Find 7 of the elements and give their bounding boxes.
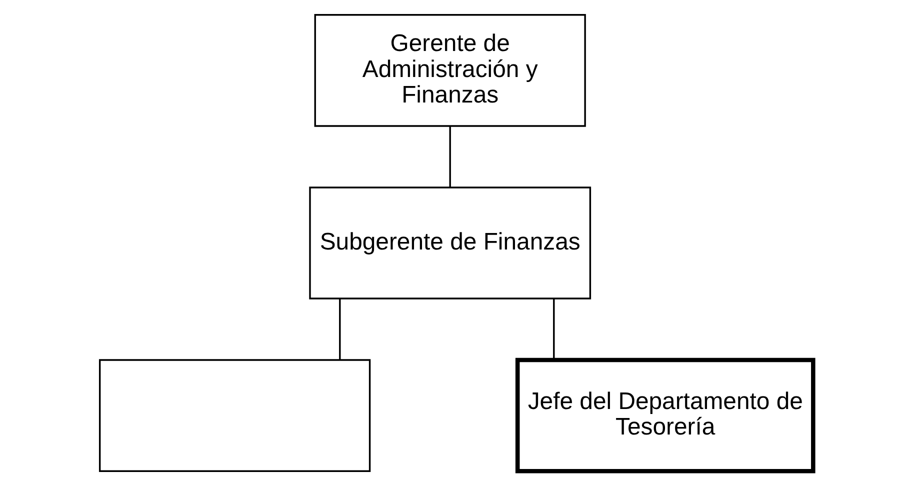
node-box: Subgerente de Finanzas bbox=[309, 186, 592, 300]
connector bbox=[339, 298, 341, 360]
connector bbox=[449, 126, 451, 187]
node-box: Gerente de Administración y Finanzas bbox=[314, 14, 586, 127]
node-box bbox=[98, 359, 371, 472]
node-box: Jefe del Departamento de Tesorería bbox=[515, 358, 816, 474]
connector bbox=[553, 298, 555, 360]
